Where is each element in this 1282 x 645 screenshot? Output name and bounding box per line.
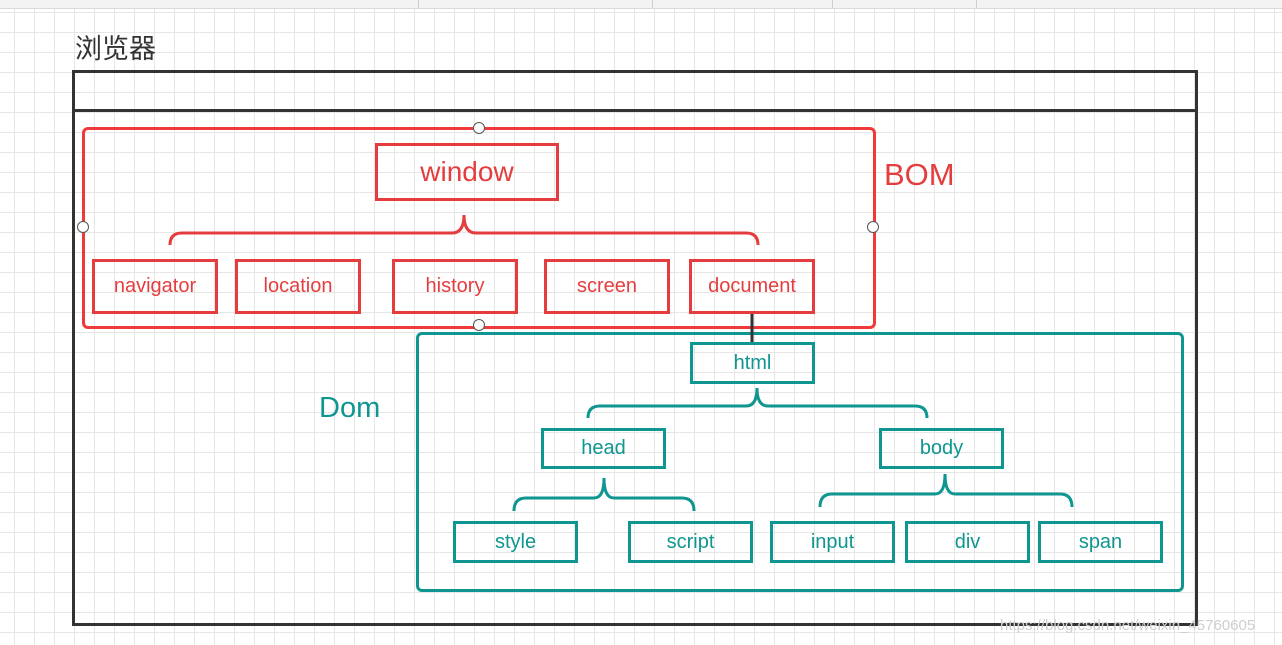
tab-separator (976, 0, 977, 8)
browser-toolbar-divider (72, 109, 1198, 112)
head-brace (512, 477, 696, 512)
selection-handle-right[interactable] (867, 221, 879, 233)
tab-separator (418, 0, 419, 8)
html-brace (586, 387, 929, 419)
selection-handle-top[interactable] (473, 122, 485, 134)
bom-node-location[interactable]: location (235, 259, 361, 314)
bom-node-navigator[interactable]: navigator (92, 259, 218, 314)
editor-top-bar (0, 0, 1282, 9)
dom-node-span[interactable]: span (1038, 521, 1163, 563)
browser-frame[interactable] (72, 70, 1198, 626)
bom-node-screen[interactable]: screen (544, 259, 670, 314)
selection-handle-left[interactable] (77, 221, 89, 233)
tab-separator (832, 0, 833, 8)
dom-node-html[interactable]: html (690, 342, 815, 384)
bom-node-document[interactable]: document (689, 259, 815, 314)
dom-node-input[interactable]: input (770, 521, 895, 563)
bom-node-history[interactable]: history (392, 259, 518, 314)
body-brace (818, 473, 1074, 508)
dom-group-container[interactable] (416, 332, 1184, 592)
dom-node-style[interactable]: style (453, 521, 578, 563)
dom-node-body[interactable]: body (879, 428, 1004, 469)
dom-node-script[interactable]: script (628, 521, 753, 563)
bom-node-window[interactable]: window (375, 143, 559, 201)
dom-node-div[interactable]: div (905, 521, 1030, 563)
dom-node-head[interactable]: head (541, 428, 666, 469)
bom-brace (168, 214, 760, 246)
dom-label: Dom (319, 392, 381, 424)
browser-title: 浏览器 (75, 34, 156, 65)
bom-label: BOM (884, 157, 955, 192)
tab-separator (652, 0, 653, 8)
selection-handle-bottom[interactable] (473, 319, 485, 331)
watermark: https://blog.csdn.net/weixin_45760605 (1000, 617, 1256, 634)
